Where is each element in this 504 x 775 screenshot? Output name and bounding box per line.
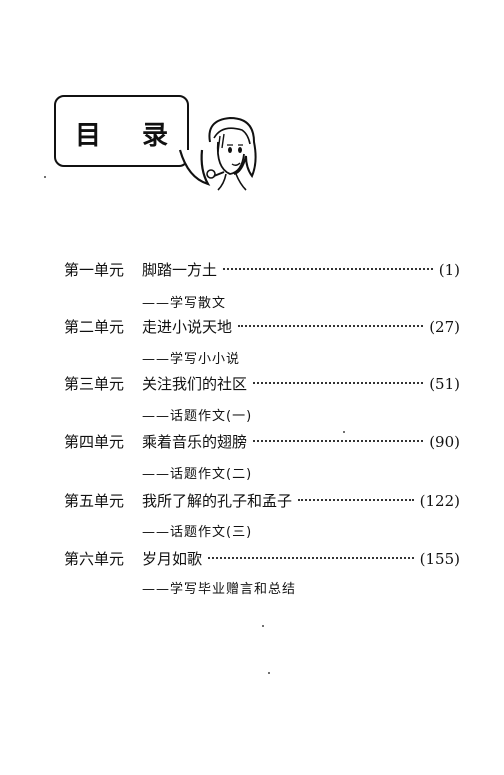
chapter-title: 走进小说天地 [142,318,233,336]
toc-entry[interactable]: 第四单元 乘着音乐的翅膀 (90) [64,431,460,451]
page-number: (1) [438,261,460,279]
print-speck [44,176,46,178]
chapter-subtitle: ——话题作文(三) [142,525,253,540]
chapter-title: 脚踏一方土 [142,261,218,279]
toc-entry[interactable]: 第二单元 走进小说天地 (27) [64,316,460,336]
page-number: (27) [429,318,460,336]
page-number: (155) [419,550,460,568]
unit-label: 第二单元 [64,318,125,336]
print-speck [343,431,345,433]
chapter-subtitle: ——话题作文(二) [142,467,253,482]
chapter-title: 关注我们的社区 [142,375,248,393]
dot-leader [223,267,433,270]
page-number: (90) [429,433,460,451]
print-speck [262,625,264,627]
chapter-title: 乘着音乐的翅膀 [142,433,248,451]
print-speck [268,672,270,674]
chapter-subtitle: ——话题作文(一) [142,409,253,424]
unit-label: 第四单元 [64,433,125,451]
toc-entry[interactable]: 第五单元 我所了解的孔子和孟子 (122) [64,490,460,510]
dot-leader [253,439,424,442]
page-number: (122) [419,492,460,510]
chapter-subtitle: ——学写小小说 [142,352,241,367]
unit-label: 第六单元 [64,550,125,568]
bubble-tail-icon [178,149,211,186]
cartoon-girl-icon [206,116,257,191]
unit-label: 第三单元 [64,375,125,393]
dot-leader [238,324,424,327]
toc-entry[interactable]: 第三单元 关注我们的社区 (51) [64,373,460,393]
page-title: 目 录 [74,121,185,151]
chapter-subtitle: ——学写散文 [142,296,227,311]
chapter-title: 岁月如歌 [142,550,203,568]
chapter-title: 我所了解的孔子和孟子 [142,492,293,510]
chapter-subtitle: ——学写毕业赠言和总结 [142,582,297,597]
unit-label: 第一单元 [64,261,125,279]
dot-leader [298,498,414,501]
toc-entry[interactable]: 第一单元 脚踏一方土 (1) [64,259,460,279]
dot-leader [208,556,414,559]
title-bubble: 目 录 [54,95,189,167]
toc-entry[interactable]: 第六单元 岁月如歌 (155) [64,548,460,568]
unit-label: 第五单元 [64,492,125,510]
dot-leader [253,381,424,384]
page-number: (51) [429,375,460,393]
